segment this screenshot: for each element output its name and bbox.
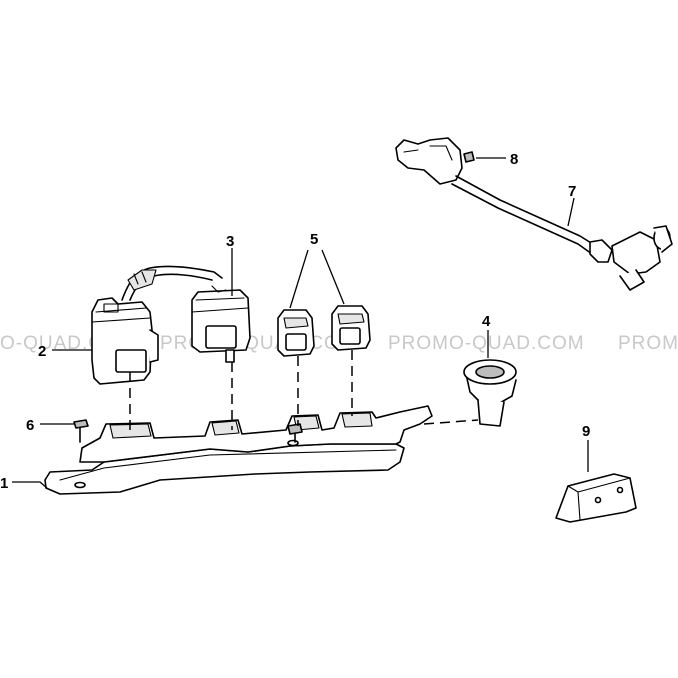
watermark-mid1: PROMO-QUAD.COM <box>160 333 357 354</box>
part-1-bracket <box>44 405 433 495</box>
part-5-small-relays <box>277 305 371 357</box>
leader-lines <box>12 157 589 489</box>
part-3-relay-harness <box>121 265 251 363</box>
callout-8: 8 <box>510 151 518 168</box>
part-7-sensor-cable <box>395 137 673 291</box>
part-2-relay-box <box>91 297 159 385</box>
callout-6: 6 <box>26 417 34 434</box>
callout-4: 4 <box>482 313 491 330</box>
part-4-socket <box>463 359 517 427</box>
assembly-lines <box>129 350 479 430</box>
callout-9: 9 <box>582 423 590 440</box>
callout-1: 1 <box>0 475 8 492</box>
part-8-screw <box>463 151 475 163</box>
callout-3: 3 <box>226 233 234 250</box>
part-6-bolt <box>73 419 89 443</box>
watermark-right: PROM <box>618 333 678 354</box>
callout-5: 5 <box>310 231 318 248</box>
callout-2: 2 <box>38 343 46 360</box>
watermark-mid2: PROMO-QUAD.COM <box>388 333 585 354</box>
callout-7: 7 <box>568 183 576 200</box>
callout-labels: 1 2 3 4 5 6 7 8 9 <box>0 151 590 492</box>
part-6-bolt-2 <box>287 423 303 443</box>
part-9-rubber-block <box>555 473 637 523</box>
